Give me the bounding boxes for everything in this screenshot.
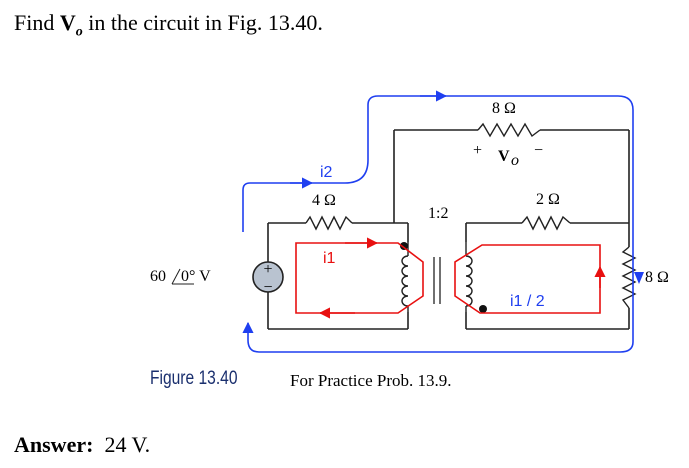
answer: Answer: 24 V. [14,432,150,458]
dot-secondary [479,305,487,313]
source-minus-sign: − [263,279,272,296]
circuit-wires [267,129,630,330]
label-8ohm-top: 8 Ω [492,100,516,117]
figure-label: Figure 13.40 [150,368,238,389]
problem-prefix: Find [14,10,60,35]
vo-label: V [498,148,510,165]
vo-minus: − [534,142,543,159]
voltage-source: + − [252,261,284,296]
load-blue-arrow [634,272,644,284]
label-i1-half: i1 / 2 [510,293,545,310]
resistor-4ohm [305,215,353,231]
source-magnitude: 60 [150,268,166,285]
label-i2: i2 [320,164,333,181]
problem-statement: Find Vo in the circuit in Fig. 13.40. [14,10,323,40]
resistor-8ohm-top [477,122,541,138]
problem-suffix: in the circuit in Fig. 13.40. [82,10,323,35]
loop-i2-path [242,95,634,353]
resistor-8ohm-load [621,246,637,309]
dot-primary [400,242,408,250]
label-i1: i1 [323,250,336,267]
loop-i1-path [295,242,424,314]
transformer [401,242,473,312]
label-4ohm: 4 Ω [312,192,336,209]
angle-symbol [171,268,181,285]
answer-label: Answer: [14,432,94,457]
answer-value: 24 V. [104,432,151,457]
source-plus-sign: + [263,261,272,278]
problem-var: Vo [59,10,83,40]
label-ratio: 1:2 [428,205,448,222]
loop-i1-half-path [454,244,601,314]
resistor-2ohm [521,215,571,231]
label-8ohm-load: 8 Ω [645,269,669,286]
figure-caption: For Practice Prob. 13.9. [290,371,452,390]
label-2ohm: 2 Ω [536,191,560,208]
vo-subscript: o [511,152,519,169]
source-angle: 0° V [181,268,211,285]
vo-plus: + [473,142,482,159]
